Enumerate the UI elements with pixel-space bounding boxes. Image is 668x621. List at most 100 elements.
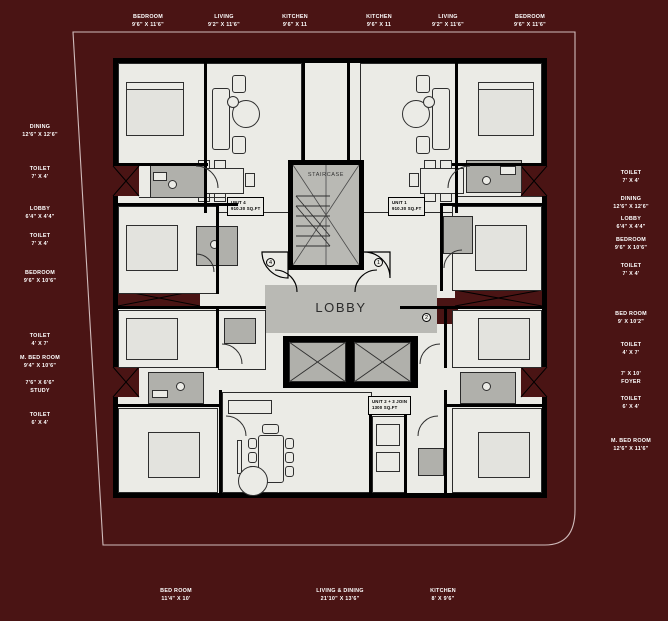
label-left-8: TOILET 6' X 4' (30, 412, 51, 428)
dining-chair-ur-5 (409, 173, 419, 187)
utility-lower (418, 448, 444, 476)
label-left-2: LOBBY 6'4" X 4'4" (25, 206, 54, 222)
wall-bottom (113, 493, 547, 498)
label-left-0: DINING 12'6" X 12'6" (22, 124, 58, 140)
unit-23-name: UNIT 2 + 3 JOIN (372, 399, 408, 404)
bed-ll (126, 318, 178, 360)
label-right-4-dim: 7' X 4' (622, 270, 640, 277)
label-left-2-dim: 6'4" X 4'4" (25, 213, 55, 220)
label-right-1-name: DINING (620, 196, 642, 202)
label-right-2-dim: 6'4" X 4'4" (616, 223, 646, 230)
part-wall-6 (452, 163, 542, 166)
part-wall-19 (369, 414, 372, 493)
label-bottom-1: LIVING & DINING 21'10" X 13'6" (316, 588, 363, 604)
label-left-5: TOILET 4' X 7' (30, 333, 51, 349)
label-left-0-dim: 12'6" X 12'6" (22, 131, 58, 138)
sofa-ur (432, 88, 450, 150)
unit-1-area: 910.30 SQ.FT (392, 206, 422, 212)
label-right-5-name: BED ROOM (615, 311, 647, 317)
label-left-1: TOILET 7' X 4' (30, 166, 51, 182)
console-lower (228, 400, 272, 414)
div-line-ur (455, 196, 542, 197)
label-left-4-dim: 9'6" X 10'6" (23, 277, 57, 284)
dining-chair-lo-5 (285, 452, 294, 463)
part-wall-14 (444, 306, 447, 368)
label-top-0: BEDROOM 9'6" X 11'6" (132, 14, 164, 30)
label-left-3-name: TOILET (29, 233, 51, 239)
study-table-ll (224, 318, 256, 344)
unit-label-2-3: UNIT 2 + 3 JOIN 1300 SQ.FT (368, 396, 412, 415)
bed-lr2 (478, 432, 530, 478)
part-wall-7 (118, 203, 238, 206)
label-right-6-name: TOILET (620, 342, 642, 348)
label-left-6-name: M. BED ROOM (20, 355, 60, 361)
label-top-3-dim: 9'6" X 11 (366, 21, 392, 28)
chair-ur-2 (416, 136, 430, 154)
unit-23-area: 1300 SQ.FT (372, 405, 398, 411)
label-top-4: LIVING 9'2" X 11'6" (432, 14, 464, 30)
label-left-8-name: TOILET (29, 412, 51, 418)
label-bottom-0: BED ROOM 11'4" X 10' (160, 588, 192, 604)
label-top-3: KITCHEN 9'6" X 11 (366, 14, 392, 30)
dining-chair-ur-1 (424, 160, 436, 169)
label-left-3: TOILET 7' X 4' (30, 233, 51, 249)
counter-lower-2 (376, 452, 400, 472)
door-marker-1: 1 (374, 258, 383, 267)
label-left-3-dim: 7' X 4' (31, 240, 49, 247)
label-right-1-dim: 12'6" X 12'6" (613, 203, 649, 210)
wall-left (113, 58, 118, 498)
unit-4-area: 910.30 SQ.FT (231, 206, 261, 212)
dining-chair-lo-1 (248, 438, 257, 449)
label-top-2: KITCHEN 9'6" X 11 (282, 14, 308, 30)
basin-ul (153, 172, 167, 181)
part-wall-18 (444, 390, 447, 493)
label-bottom-0-dim: 11'4" X 10' (161, 595, 191, 602)
label-left-8-dim: 6' X 4' (31, 419, 49, 426)
door-marker-4: 4 (266, 258, 275, 267)
label-bottom-2-name: KITCHEN (430, 588, 456, 594)
label-left-7-dim: STUDY (30, 387, 50, 394)
part-wall-11 (118, 306, 266, 309)
label-right-7-name: 7' X 10' (620, 371, 642, 377)
label-top-0-dim: 9'6" X 11'6" (132, 21, 164, 28)
label-right-7-dim: FOYER (621, 378, 641, 385)
label-right-3-dim: 9'6" X 10'6" (614, 244, 648, 251)
bed-ll2 (148, 432, 200, 478)
side-table-ur (423, 96, 435, 108)
label-right-0-dim: 7' X 4' (622, 177, 640, 184)
part-wall-16 (444, 404, 542, 407)
lobby-area (265, 285, 437, 333)
label-left-7-name: 7'6" X 6'6" (25, 380, 55, 386)
label-left-6: M. BED ROOM 9'4" X 10'6" (20, 355, 60, 371)
door-marker-2: 2 (422, 313, 431, 322)
unit-1-name: UNIT 1 (392, 200, 407, 205)
counter-lower-1 (376, 424, 400, 446)
label-left-4: BEDROOM 9'6" X 10'6" (24, 270, 56, 286)
label-top-4-name: LIVING (438, 14, 458, 20)
label-right-2-name: LOBBY (620, 216, 642, 222)
label-top-1-name: LIVING (214, 14, 234, 20)
part-wall-20 (404, 414, 407, 493)
staircase-label: STAIRCASE (307, 172, 345, 178)
bed-headboard-ul (126, 82, 184, 90)
label-bottom-2: KITCHEN 8' X 9'6" (430, 588, 456, 604)
rug-lower (238, 466, 268, 496)
label-top-3-name: KITCHEN (366, 14, 392, 20)
wall-right (542, 58, 547, 498)
label-right-9: M. BED ROOM 12'6" X 11'6" (611, 438, 651, 454)
label-right-6-dim: 4' X 7' (622, 349, 640, 356)
dining-chair-ul-2 (214, 160, 226, 169)
dining-chair-lo-2 (248, 452, 257, 463)
dining-chair-lo-4 (285, 438, 294, 449)
label-right-5: BED ROOM 9' X 10'2" (615, 311, 647, 327)
label-left-6-dim: 9'4" X 10'6" (23, 362, 57, 369)
label-right-1: DINING 12'6" X 12'6" (613, 196, 649, 212)
side-table-ul (227, 96, 239, 108)
wc-ul (168, 180, 177, 189)
dining-chair-ul-5 (245, 173, 255, 187)
part-wall-8 (440, 203, 542, 206)
toilet-ur2 (443, 216, 473, 254)
